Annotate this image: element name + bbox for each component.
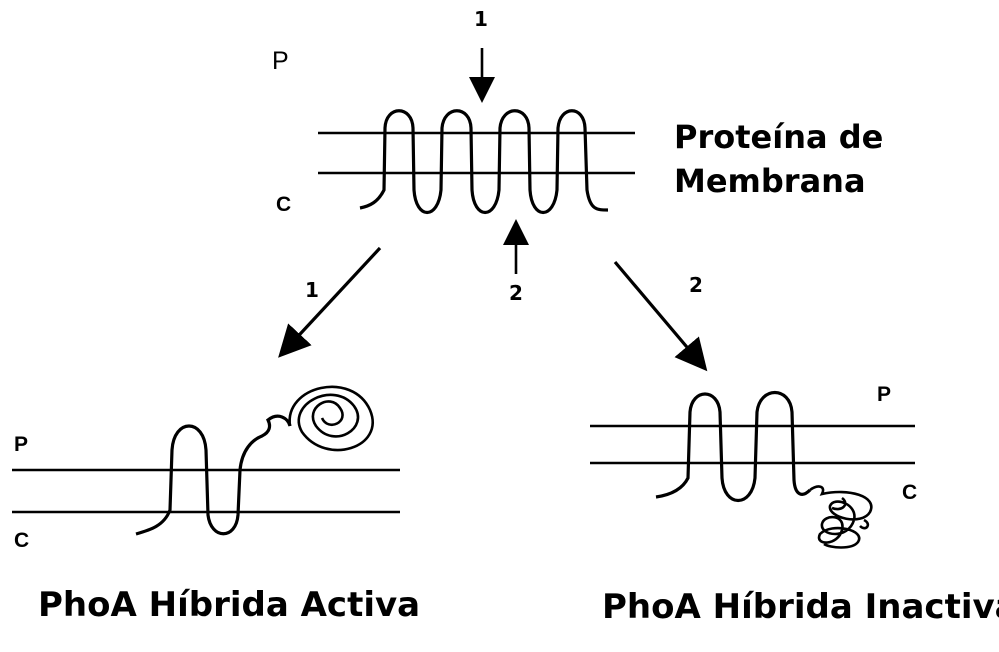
top-label-c: C [276,193,291,216]
branch-arrows: 1 2 [289,248,703,359]
top-label-p: P [272,47,289,75]
left-folded-phoa-domain [290,387,373,450]
left-branch-arrow [289,248,380,346]
left-branch-label: 1 [305,278,319,302]
top-protein-chain [360,111,608,213]
top-arrow-label-2: 2 [509,281,523,305]
left-active-hybrid: P C PhoA Híbrida Activa [12,387,420,625]
right-branch-arrow [615,262,697,359]
right-label-c: C [902,481,917,504]
membrane-protein-title-line-1: Proteína de [674,118,883,156]
right-branch-label: 2 [689,273,703,297]
right-misfolded-phoa-domain [810,487,871,548]
top-membrane-diagram: P C 1 2 Proteína de Membrana [272,7,883,305]
left-label-c: C [14,529,29,552]
membrane-protein-title-line-2: Membrana [674,162,866,200]
left-protein-chain [136,416,290,534]
top-arrow-label-1: 1 [474,7,488,31]
left-label-p: P [14,433,28,456]
active-hybrid-caption: PhoA Híbrida Activa [38,585,420,625]
right-label-p: P [877,383,891,406]
right-protein-chain [656,393,810,501]
inactive-hybrid-caption: PhoA Híbrida Inactiva [602,587,999,627]
right-inactive-hybrid: P C PhoA Híbrida Inactiva [590,383,999,627]
